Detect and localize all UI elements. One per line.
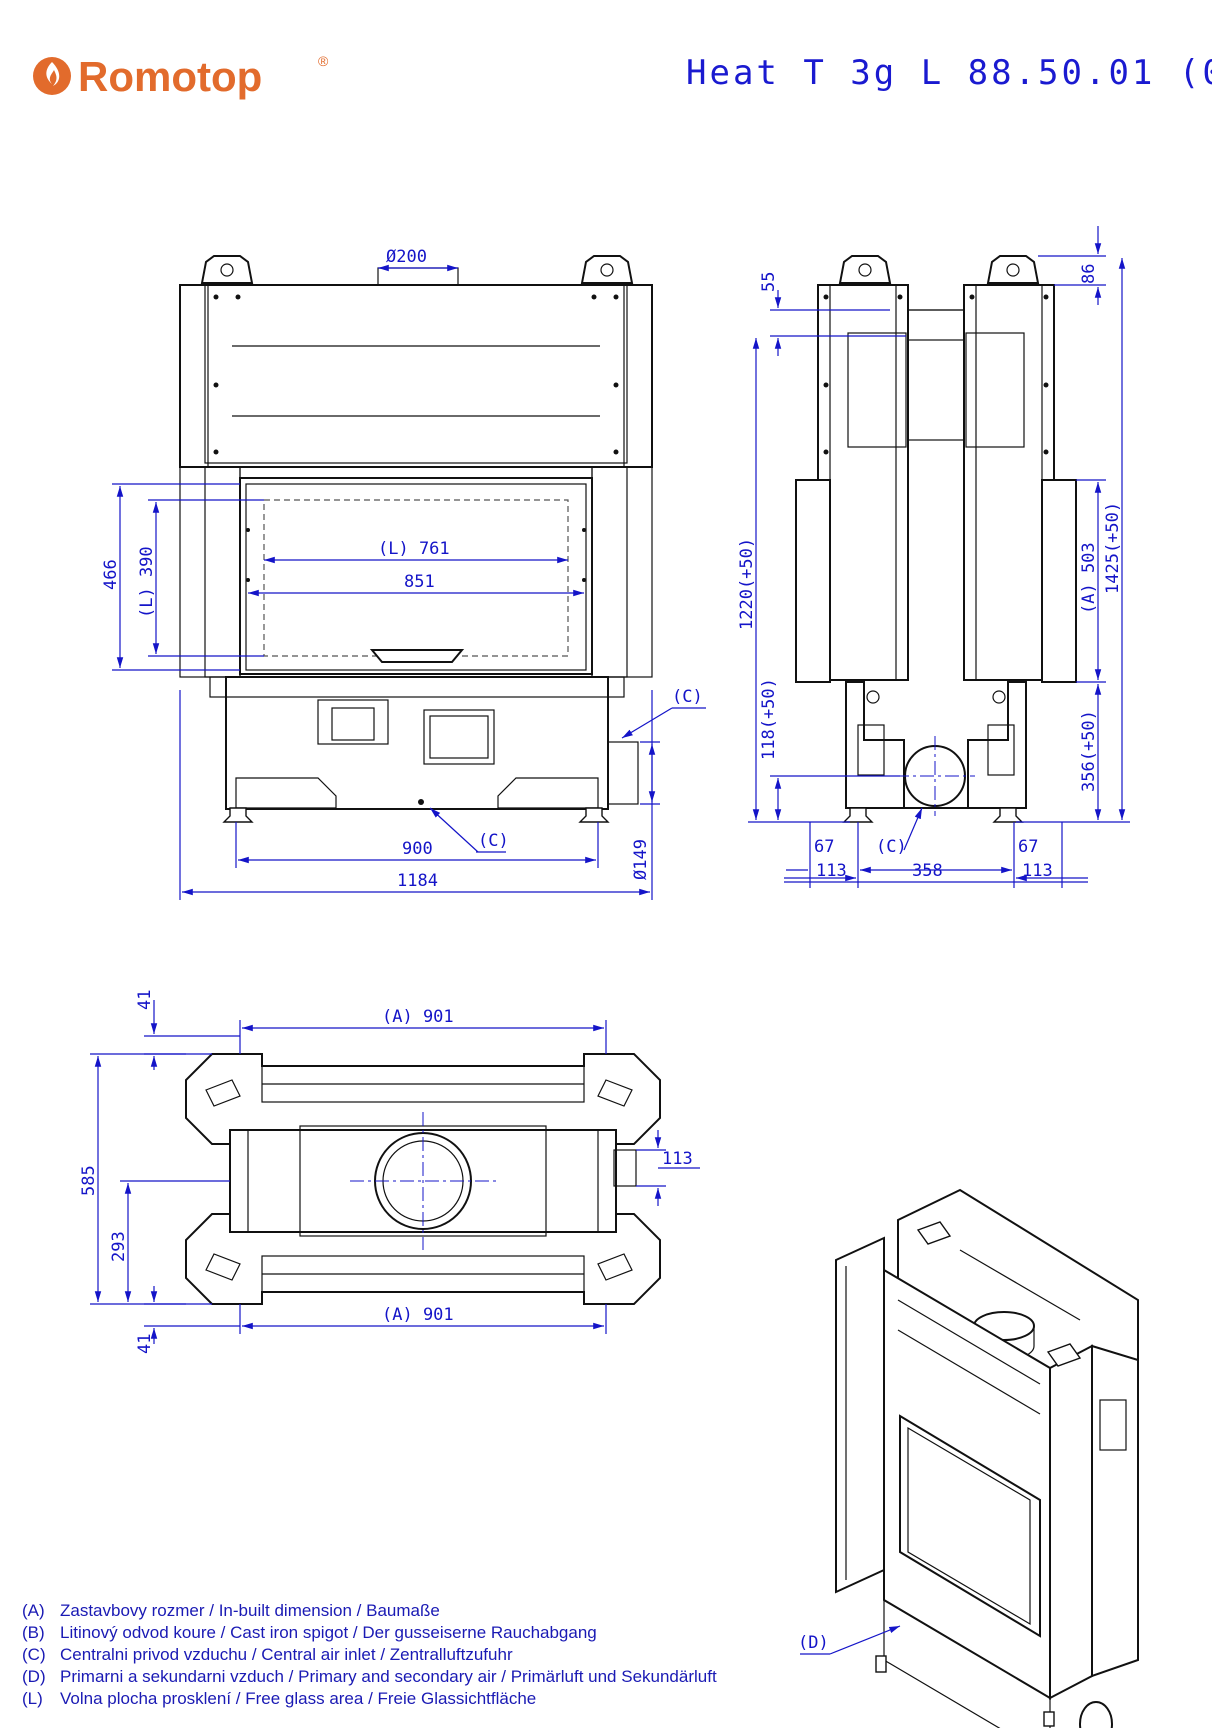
dim-top-width: (A) 901 — [382, 1007, 454, 1027]
dim-outer-height: 466 — [101, 559, 121, 590]
side-foot-left — [842, 807, 874, 823]
legend-item: (D) Primarni a sekundarni vzduch / Prima… — [22, 1667, 717, 1686]
air-inlet-spigot — [607, 741, 639, 805]
dim-left-bottom: 41 — [135, 1334, 155, 1354]
side-foot-right — [992, 807, 1024, 823]
dim-bottom-left: 118(+50) — [759, 678, 779, 760]
top-view: (A) 901 (A) 901 41 41 585 293 113 — [79, 990, 700, 1354]
romotop-logo: Romotop ® — [33, 53, 329, 100]
dim-foot-left: 67 — [814, 837, 834, 857]
svg-text:Centralni privod vzduchu / Cen: Centralni privod vzduchu / Central air i… — [60, 1645, 513, 1664]
dim-built-in-height: (A) 503 — [1079, 542, 1099, 614]
side-column-right — [963, 284, 1055, 681]
iso-left-column — [835, 1236, 885, 1594]
foot-left — [222, 807, 254, 823]
flame-icon — [33, 57, 71, 95]
door-frame — [239, 477, 593, 675]
legend-item: (L) Volna plocha prosklení / Free glass … — [22, 1689, 536, 1708]
marker-c-side-view: (C) — [876, 837, 907, 857]
side-view: 55 86 1220(+50) 1425(+50) (A) 503 356(+5… — [737, 226, 1130, 888]
air-regulator — [317, 699, 389, 745]
isometric-view: (D) — [798, 1188, 1139, 1728]
side-lift-handle-left — [838, 255, 892, 284]
svg-text:Primarni a sekundarni vzduch /: Primarni a sekundarni vzduch / Primary a… — [60, 1667, 717, 1686]
dim-total-width: 1184 — [397, 871, 438, 891]
dim-bottom-width: (A) 901 — [382, 1305, 454, 1325]
iso-glass-door — [899, 1414, 1041, 1638]
inspection-cover — [423, 709, 495, 765]
header: Romotop ® Heat T 3g L 88.50.01 (04) — [33, 53, 1212, 100]
svg-text:(D): (D) — [22, 1667, 46, 1686]
svg-text:Zastavbovy rozmer / In-built d: Zastavbovy rozmer / In-built dimension /… — [60, 1601, 440, 1620]
dim-foot-right: 67 — [1018, 837, 1038, 857]
legend-item: (A) Zastavbovy rozmer / In-built dimensi… — [22, 1601, 440, 1620]
marker-c-bottom: (C) — [478, 831, 509, 851]
marker-c-side: (C) — [672, 687, 703, 707]
ash-base — [225, 676, 609, 810]
model-title: Heat T 3g L 88.50.01 (04) — [686, 53, 1212, 93]
dim-base-width: 900 — [402, 839, 433, 859]
side-lift-handle-right — [986, 255, 1040, 284]
dim-top-offset: 55 — [759, 272, 779, 292]
dim-width-right: 113 — [1022, 861, 1053, 881]
marker-d: (D) — [798, 1633, 829, 1653]
svg-text:(L): (L) — [22, 1689, 43, 1708]
dim-air-inlet-diameter: Ø149 — [631, 839, 651, 880]
svg-text:(C): (C) — [22, 1645, 46, 1664]
dim-right-offset: 113 — [662, 1149, 693, 1169]
registered-mark: ® — [318, 53, 329, 69]
dim-height-1425: 1425(+50) — [1103, 502, 1123, 594]
svg-text:(A): (A) — [22, 1601, 45, 1620]
svg-text:Litinový odvod koure / Cast ir: Litinový odvod koure / Cast iron spigot … — [60, 1623, 597, 1642]
svg-text:Volna plocha prosklení / Free: Volna plocha prosklení / Free glass area… — [60, 1689, 536, 1708]
svg-text:(B): (B) — [22, 1623, 45, 1642]
dim-bottom-right: 356(+50) — [1079, 710, 1099, 792]
lift-handle-right — [580, 255, 634, 284]
dim-flue-diameter: Ø200 — [386, 247, 427, 267]
dim-half-depth: 293 — [109, 1231, 129, 1262]
dim-glass-height: (L) 390 — [137, 546, 157, 618]
dim-depth: 585 — [79, 1165, 99, 1196]
dim-door-width: 851 — [404, 572, 435, 592]
top-hood — [179, 284, 653, 468]
legend-item: (B) Litinový odvod koure / Cast iron spi… — [22, 1623, 597, 1642]
brand-name: Romotop — [78, 53, 262, 100]
iso-air-inlet — [1079, 1701, 1113, 1728]
dim-top-right: 86 — [1079, 264, 1099, 284]
dim-width-middle: 358 — [912, 861, 943, 881]
dim-glass-width: (L) 761 — [378, 539, 450, 559]
side-column-left — [817, 284, 909, 681]
door-handle — [369, 649, 465, 663]
front-view: Ø200 (L) 761 851 466 (L) 390 900 1184 Ø1… — [101, 247, 706, 900]
dim-left-top: 41 — [135, 990, 155, 1010]
lift-handle-left — [200, 255, 254, 284]
legend-item: (C) Centralni privod vzduchu / Central a… — [22, 1645, 513, 1664]
iso-right-column — [1049, 1344, 1093, 1700]
dim-height-1220: 1220(+50) — [737, 538, 757, 630]
dim-width-left: 113 — [816, 861, 847, 881]
foot-right — [578, 807, 610, 823]
legend: (A) Zastavbovy rozmer / In-built dimensi… — [22, 1601, 717, 1708]
